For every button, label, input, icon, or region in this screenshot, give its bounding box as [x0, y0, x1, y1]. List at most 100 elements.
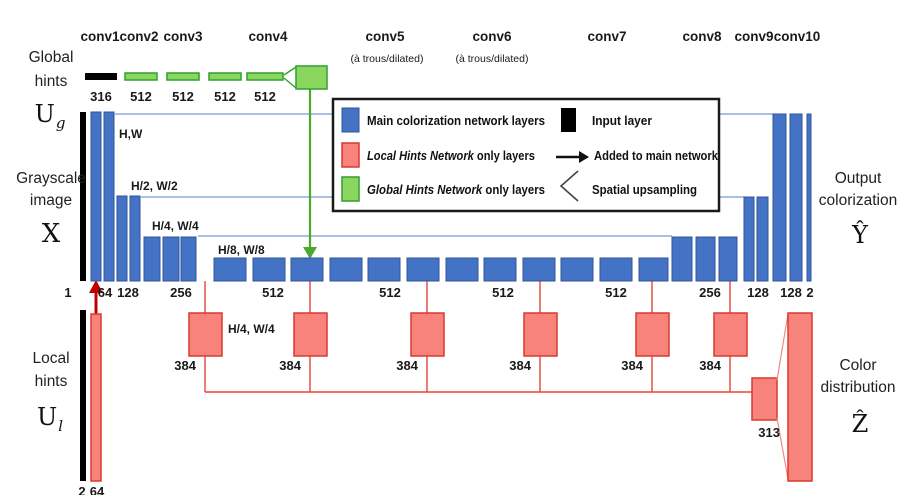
- local-hints-box: [188, 312, 223, 357]
- conv10-label: conv10: [774, 29, 821, 44]
- channel-count: 64: [98, 285, 113, 300]
- legend-local-label: Local Hints Network only layers: [367, 149, 535, 163]
- grayscale-label-line1: Grayscale: [16, 170, 86, 187]
- channel-count: 2: [78, 484, 85, 495]
- conv7-label: conv7: [587, 29, 626, 44]
- main-row-channel-numbers: 1 64 128 256 512 512 512 512 256 128 128…: [64, 285, 813, 300]
- local-hints-box: [410, 312, 445, 357]
- conv7-bar: [638, 257, 669, 282]
- legend-upsample-label: Spatial upsampling: [592, 183, 697, 197]
- channel-count: 128: [117, 285, 139, 300]
- conv4-bar: [213, 257, 247, 282]
- channel-count: 384: [174, 358, 196, 373]
- color-dist-label-line2: distribution: [821, 379, 896, 396]
- legend-global-rest: only layers: [482, 183, 545, 197]
- local-hints-numbers: 384 384 384 384 384 384 313: [174, 358, 780, 440]
- symbol-base: U: [37, 403, 57, 431]
- local-hints-label-line1: Local: [32, 350, 69, 367]
- conv10-bar: [789, 113, 803, 282]
- color-dist-label-line1: Color: [839, 357, 876, 374]
- left-labels: Global hints Ug Grayscale image X Local …: [16, 49, 86, 435]
- legend-added-label: Added to main network: [594, 149, 718, 163]
- grayscale-label-line2: image: [30, 192, 72, 209]
- local-hints-symbol: Ul: [37, 403, 63, 435]
- conv9-bar: [756, 196, 769, 282]
- channel-count: 128: [747, 285, 769, 300]
- dim-label-full: H,W: [119, 127, 143, 141]
- global-hints-layer-bar: [246, 72, 284, 81]
- dim-label-eighth: H/8, W/8: [218, 243, 265, 257]
- global-hints-label-line1: Global: [29, 49, 74, 66]
- conv2-bar: [116, 195, 128, 282]
- legend-global-label: Global Hints Network only layers: [367, 183, 545, 197]
- channel-count: 128: [780, 285, 802, 300]
- channel-count: 1: [64, 285, 71, 300]
- dilated-note-conv6: (à trous/dilated): [456, 53, 529, 65]
- channel-count: 64: [90, 484, 105, 495]
- conv1-label: conv1: [80, 29, 120, 44]
- conv8-bar: [718, 236, 738, 282]
- grayscale-symbol: X: [42, 219, 61, 249]
- channel-count: 512: [172, 89, 194, 104]
- conv3-bar: [143, 236, 161, 282]
- global-hints-network-row: [85, 65, 328, 90]
- channel-count: 2: [806, 285, 813, 300]
- conv6-bar: [522, 257, 556, 282]
- symbol-base: U: [35, 100, 55, 128]
- legend-swatch-global: [341, 176, 360, 202]
- conv4-bar: [252, 257, 286, 282]
- channel-count: 384: [279, 358, 301, 373]
- global-hints-layer-bar: [166, 72, 200, 81]
- conv1-bar: [90, 111, 102, 282]
- local-hints-box: [635, 312, 670, 357]
- conv8-bar: [695, 236, 716, 282]
- conv4-label: conv4: [248, 29, 288, 44]
- local-hints-label-line2: hints: [35, 373, 68, 390]
- conv5-label: conv5: [365, 29, 405, 44]
- channel-count: 512: [605, 285, 627, 300]
- conv-labels: conv1 conv2 conv3 conv4 conv5 conv6 conv…: [80, 29, 820, 65]
- conv5-bar: [367, 257, 401, 282]
- conv9-label: conv9: [734, 29, 773, 44]
- dim-label-half: H/2, W/2: [131, 179, 178, 193]
- local-hints-box: [293, 312, 328, 357]
- dim-label-local-hints: H/4, W/4: [228, 322, 275, 336]
- conv8-label: conv8: [682, 29, 722, 44]
- funnel-line: [776, 313, 789, 381]
- legend: Main colorization network layers Local H…: [331, 97, 721, 213]
- channel-count: 512: [214, 89, 236, 104]
- local-hints-conv-bar: [90, 313, 102, 482]
- bottleneck-box: [751, 377, 778, 421]
- output-label-line1: Output: [835, 170, 882, 187]
- main-network-bars: [80, 111, 812, 282]
- local-hints-box: [713, 312, 748, 357]
- global-hints-injection: [303, 89, 317, 259]
- conv10-bar: [772, 113, 787, 282]
- arrow-up-icon: [89, 280, 103, 293]
- conv5-bar: [406, 257, 440, 282]
- conv4-bar: [290, 257, 324, 282]
- conv6-label: conv6: [472, 29, 512, 44]
- arrow-down-icon: [303, 247, 317, 259]
- channel-count: 512: [492, 285, 514, 300]
- channel-count: 256: [170, 285, 192, 300]
- global-hints-symbol: Ug: [35, 100, 66, 132]
- channel-count: 384: [699, 358, 721, 373]
- conv5-bar: [329, 257, 363, 282]
- conv2-label: conv2: [119, 29, 158, 44]
- global-hints-input-bar: [85, 73, 117, 80]
- channel-count: 256: [699, 285, 721, 300]
- conv3-bar: [180, 236, 197, 282]
- conv8-bar: [671, 236, 693, 282]
- conv6-bar: [445, 257, 479, 282]
- local-hints-connectors: [204, 281, 752, 393]
- local-hints-injection: [89, 280, 103, 314]
- legend-global-em: Global Hints Network: [367, 183, 483, 197]
- color-dist-symbol: Ẑ: [852, 409, 869, 438]
- conv3-label: conv3: [163, 29, 203, 44]
- dilated-note-conv5: (à trous/dilated): [351, 53, 424, 65]
- channel-count: 384: [621, 358, 643, 373]
- channel-count: 384: [396, 358, 418, 373]
